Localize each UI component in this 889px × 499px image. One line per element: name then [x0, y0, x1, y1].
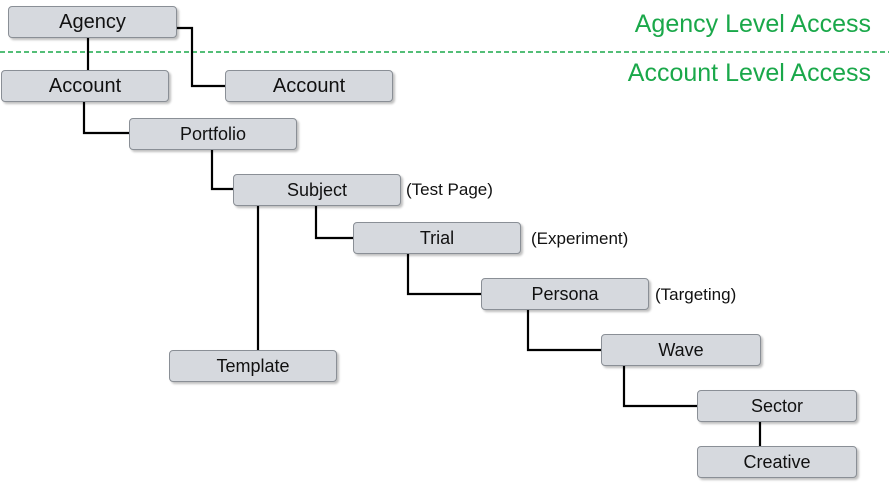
node-template[interactable]: Template	[169, 350, 337, 382]
node-persona-label: Persona	[531, 283, 599, 304]
node-agency-label: Agency	[59, 10, 126, 33]
node-agency[interactable]: Agency	[8, 6, 177, 38]
connector-account-portfolio	[82, 102, 129, 135]
connector-subject-trial	[314, 205, 353, 240]
note-trial: (Experiment)	[531, 229, 629, 248]
node-account-right[interactable]: Account	[225, 70, 393, 102]
node-account-right-label: Account	[272, 74, 346, 97]
node-trial-label: Trial	[419, 227, 455, 248]
connector-persona-wave	[526, 310, 601, 352]
connector-portfolio-subject	[210, 149, 233, 191]
agency-level-access-label: Agency Level Access	[634, 10, 871, 38]
node-portfolio-label: Portfolio	[179, 123, 247, 144]
connector-agency-account-right	[177, 26, 225, 88]
node-wave[interactable]: Wave	[601, 334, 761, 366]
node-sector-label: Sector	[750, 395, 804, 416]
node-subject[interactable]: Subject	[233, 174, 401, 206]
connector-wave-sector	[622, 366, 697, 408]
note-persona: (Targeting)	[655, 285, 737, 304]
node-wave-label: Wave	[658, 339, 704, 360]
connector-trial-persona	[406, 254, 481, 296]
node-portfolio[interactable]: Portfolio	[129, 118, 297, 150]
note-subject: (Test Page)	[406, 180, 493, 199]
node-trial[interactable]: Trial	[353, 222, 521, 254]
node-account-left[interactable]: Account	[1, 70, 169, 102]
node-sector[interactable]: Sector	[697, 390, 857, 422]
node-account-left-label: Account	[48, 74, 122, 97]
node-creative-label: Creative	[743, 451, 811, 472]
node-template-label: Template	[216, 355, 290, 376]
node-persona[interactable]: Persona	[481, 278, 649, 310]
node-subject-label: Subject	[286, 179, 348, 200]
account-level-access-label: Account Level Access	[627, 59, 871, 87]
node-creative[interactable]: Creative	[697, 446, 857, 478]
